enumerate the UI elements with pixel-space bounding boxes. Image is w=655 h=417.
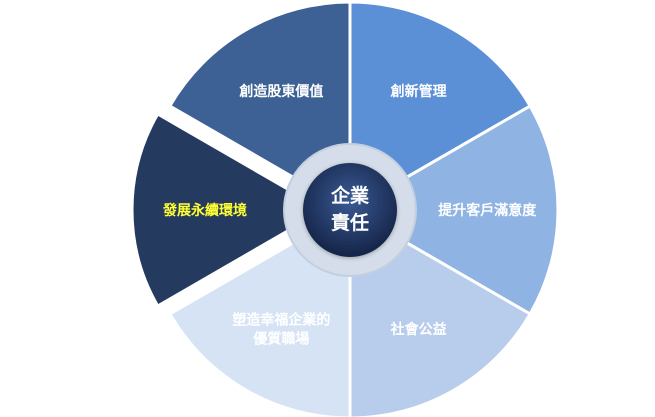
segment-label-line: 創造股東價值 [238, 83, 323, 100]
segments-layer [130, 0, 560, 417]
segment-sustainable-environment [130, 111, 328, 309]
segment-label-line: 提升客戶滿意度 [438, 202, 537, 219]
segment-label-social-welfare: 社會公益 [390, 321, 447, 338]
hub: 企業 責任 [283, 143, 417, 277]
segment-label-line: 社會公益 [390, 321, 447, 338]
segment-label-innovative-management: 創新管理 [390, 83, 447, 100]
hub-core [303, 163, 397, 257]
segment-innovative-management [348, 0, 533, 213]
segment-customer-satisfaction [347, 103, 560, 317]
segment-shareholder-value [167, 0, 352, 213]
hub-label-line-2: 責任 [331, 211, 369, 234]
segment-label-line: 創新管理 [390, 83, 447, 100]
segment-label-line: 塑造幸福企業的 [232, 311, 330, 328]
segment-label-customer-satisfaction: 提升客戶滿意度 [438, 202, 537, 219]
segment-label-sustainable-environment: 發展永續環境 [162, 202, 247, 219]
segment-label-line: 發展永續環境 [162, 202, 247, 219]
hub-label-line-1: 企業 [330, 184, 370, 207]
segment-label-shareholder-value: 創造股東價值 [238, 83, 323, 100]
segment-label-happy-workplace: 塑造幸福企業的優質職場 [232, 311, 330, 347]
segment-label-line: 優質職場 [252, 330, 309, 347]
